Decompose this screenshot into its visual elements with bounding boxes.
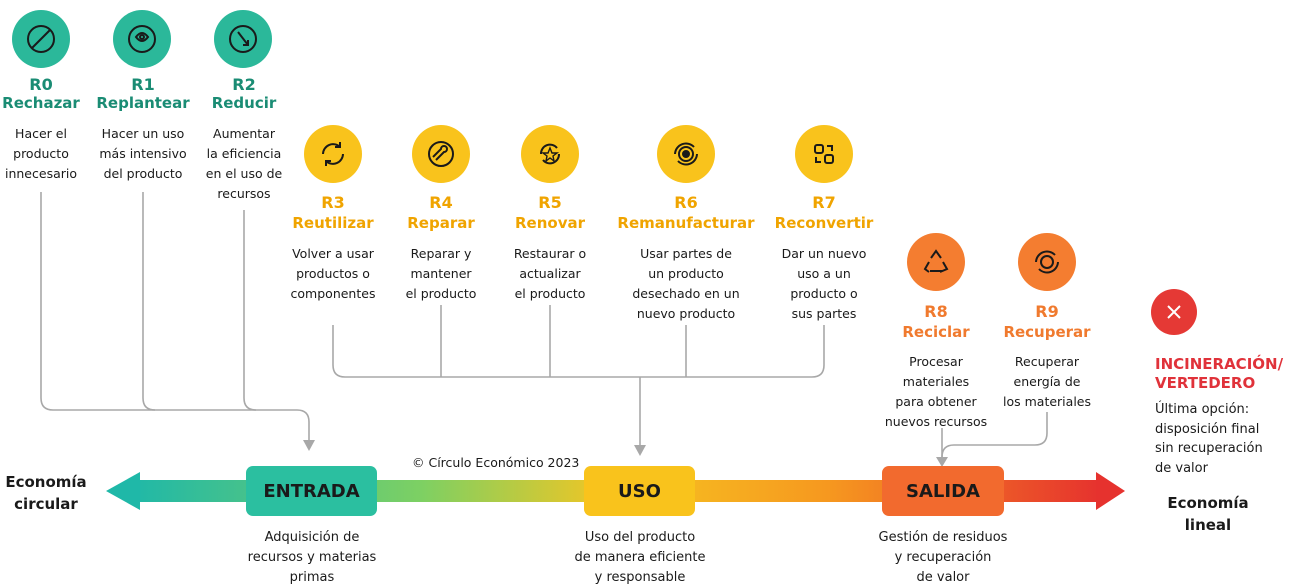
- strategy-desc-r1: Hacer un uso más intensivo del producto: [99, 126, 187, 181]
- stage-uso-desc: Uso del producto de manera eficiente y r…: [574, 530, 706, 585]
- strategy-code-r6: R6: [674, 193, 698, 212]
- rethink-icon: [113, 10, 171, 68]
- stage-salida-label: SALIDA: [906, 480, 980, 502]
- strategy-code-r5: R5: [538, 193, 562, 212]
- strategy-desc-r4: Reparar y mantener el producto: [405, 246, 477, 301]
- strategy-desc-r2: Aumentar la eficiencia en el uso de recu…: [205, 126, 283, 201]
- recover-icon: [1018, 233, 1076, 291]
- strategy-name-reparar: Reparar: [407, 214, 475, 232]
- stage-salida: SALIDA: [882, 466, 1004, 516]
- stage-entrada-label: ENTRADA: [263, 480, 360, 502]
- reduce-icon: [214, 10, 272, 68]
- stage-uso: USO: [584, 466, 695, 516]
- strategy-code-r2: R2: [232, 75, 256, 94]
- strategy-name-reutilizar: Reutilizar: [292, 214, 374, 232]
- recycle-icon: [907, 233, 965, 291]
- stage-salida-desc: Gestión de residuos y recuperación de va…: [878, 530, 1008, 585]
- strategy-desc-r9: Recuperar energía de los materiales: [1003, 354, 1091, 409]
- strategy-name-rechazar: Rechazar: [2, 94, 80, 112]
- strategy-name-recuperar: Recuperar: [1003, 323, 1091, 341]
- strategy-code-r7: R7: [812, 193, 836, 212]
- circular-economy-label: Economía circular: [5, 473, 87, 513]
- strategy-name-renovar: Renovar: [514, 214, 586, 232]
- strategy-desc-r0: Hacer el producto innecesario: [4, 126, 78, 181]
- strategy-code-r3: R3: [321, 193, 345, 212]
- strategy-name-reconvertir: Reconvertir: [774, 214, 874, 232]
- incineration-desc: Última opción: disposición final sin rec…: [1155, 402, 1263, 476]
- x-icon: [1151, 289, 1197, 335]
- strategy-name-reciclar: Reciclar: [902, 323, 970, 341]
- strategy-desc-r7: Dar un nuevo uso a un producto o sus par…: [781, 246, 867, 321]
- remanufacture-icon: [657, 125, 715, 183]
- repurpose-icon: [795, 125, 853, 183]
- stage-entrada: ENTRADA: [246, 466, 377, 516]
- strategy-code-r4: R4: [429, 193, 453, 212]
- strategy-desc-r6: Usar partes de un producto desechado en …: [632, 246, 740, 321]
- stage-entrada-desc: Adquisición de recursos y materias prima…: [247, 530, 377, 585]
- strategy-desc-r8: Procesar materiales para obtener nuevos …: [884, 354, 988, 429]
- reuse-icon: [304, 125, 362, 183]
- strategy-code-r0: R0: [29, 75, 53, 94]
- strategy-name-remanufacturar: Remanufacturar: [617, 214, 755, 232]
- linear-economy-label: Economía lineal: [1167, 494, 1249, 534]
- copyright: © Círculo Económico 2023: [412, 455, 580, 470]
- strategy-code-r8: R8: [924, 302, 948, 321]
- strategy-name-replantear: Replantear: [96, 94, 190, 112]
- repair-icon: [412, 125, 470, 183]
- strategy-code-r9: R9: [1035, 302, 1059, 321]
- stage-uso-label: USO: [618, 480, 661, 502]
- strategy-name-reducir: Reducir: [211, 94, 277, 112]
- incineration-title: INCINERACIÓN/ VERTEDERO: [1155, 355, 1284, 392]
- strategy-desc-r5: Restaurar o actualizar el producto: [513, 246, 587, 301]
- prohibit-icon: [12, 10, 70, 68]
- refurbish-icon: [521, 125, 579, 183]
- strategy-code-r1: R1: [131, 75, 155, 94]
- strategy-desc-r3: Volver a usar productos o componentes: [290, 246, 376, 301]
